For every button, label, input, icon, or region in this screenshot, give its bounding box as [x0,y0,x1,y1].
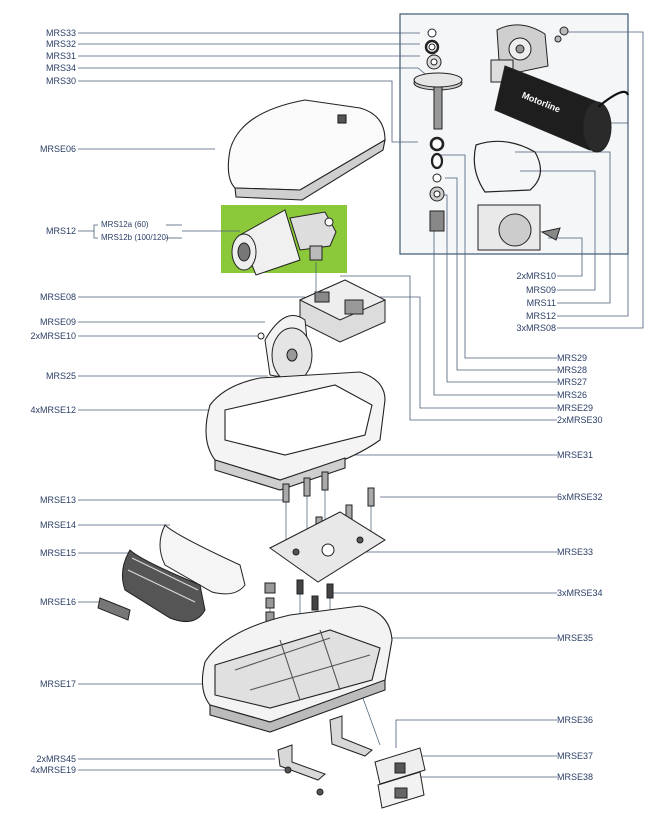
label-mrs12: MRS12 [45,226,76,236]
label-mrs12-inset: MRS12 [525,311,556,321]
label-mrs09: MRS09 [525,285,556,295]
label-mrs12b: MRS12b (100/120) [101,233,169,242]
label-mrse19: 4xMRSE19 [30,765,76,775]
label-mrse31: MRSE31 [557,450,594,460]
inset-parts: Motorline [413,24,630,251]
label-mrse37: MRSE37 [557,751,594,761]
label-mrse17: MRSE17 [39,679,76,689]
label-mrs28: MRS28 [557,365,588,375]
label-mrse06: MRSE06 [39,144,76,154]
label-mrse30: 2xMRSE30 [557,415,603,425]
label-mrse16: MRSE16 [39,597,76,607]
label-mrse08: MRSE08 [39,292,76,302]
drum-mrs25 [257,315,313,383]
plate-mrse33 [269,511,386,583]
label-mrs10: 2xMRS10 [516,271,556,281]
label-mrse10: 2xMRSE10 [30,331,76,341]
label-mrse32: 6xMRSE32 [557,492,603,502]
label-mrs29: MRS29 [557,353,588,363]
label-mrse12: 4xMRSE12 [30,405,76,415]
label-mrs12a: MRS12a (60) [101,220,149,229]
label-mrs08: 3xMRS08 [516,323,556,333]
label-mrs26: MRS26 [557,390,588,400]
label-mrse14: MRSE14 [39,520,76,530]
frame-mrse31 [205,371,386,491]
label-mrse13: MRSE13 [39,495,76,505]
label-mrs25: MRS25 [45,371,76,381]
label-mrse29: MRSE29 [557,403,594,413]
label-mrs11: MRS11 [526,298,556,308]
label-mrse35: MRSE35 [557,633,594,643]
label-mrs27: MRS27 [557,377,588,387]
brackets-mrs45 [277,715,373,796]
pcb-mrse08 [298,279,387,343]
label-mrs30: MRS30 [45,76,76,86]
label-mrse34: 3xMRSE34 [557,588,603,598]
label-mrs34: MRS34 [45,63,76,73]
motor-mrs12 [231,209,337,276]
label-mrse36: MRSE36 [557,715,594,725]
base-mrse17 [201,605,393,733]
light-covers [97,524,246,623]
label-mrse09: MRSE09 [39,317,76,327]
label-mrs33: MRS33 [45,28,76,38]
label-mrse38: MRSE38 [557,772,594,782]
top-cover-mrse06 [227,99,386,201]
label-mrse33: MRSE33 [557,547,594,557]
label-mrse15: MRSE15 [39,548,76,558]
label-mrs45: 2xMRS45 [36,754,76,764]
screws-mrse34 [296,579,334,611]
label-mrs32: MRS32 [45,39,76,49]
label-mrs31: MRS31 [45,51,76,61]
boards-mrse37-38 [374,747,426,809]
